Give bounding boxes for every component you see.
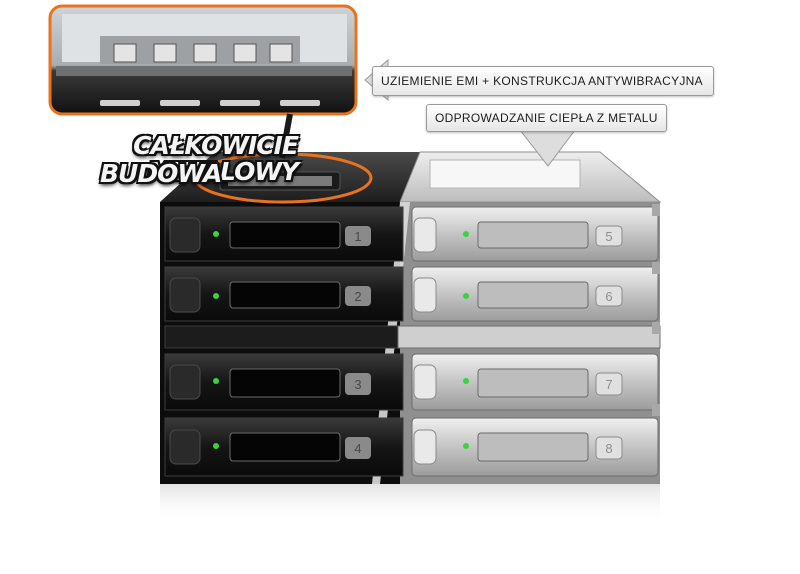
bay-number-8: 8: [605, 441, 613, 456]
bay-number-4: 4: [354, 441, 362, 456]
heat-dissipation-callout: ODPROWADZANIE CIEPŁA Z METALU: [426, 104, 667, 132]
headline-line-2: BUDOWA: [100, 159, 222, 188]
bay-number-7: 7: [605, 377, 613, 392]
bay-number-1: 1: [354, 229, 362, 244]
bay-number-2: 2: [354, 289, 362, 304]
bay-number-6: 6: [605, 289, 613, 304]
bay-number-5: 5: [605, 229, 613, 244]
bay-number-3: 3: [354, 377, 362, 392]
emi-grounding-callout: UZIEMIENIE EMI + KONSTRUKCJA ANTYWIBRACY…: [372, 66, 714, 96]
headline-line-1: CAŁKOWICIE METALOWY: [133, 131, 299, 186]
